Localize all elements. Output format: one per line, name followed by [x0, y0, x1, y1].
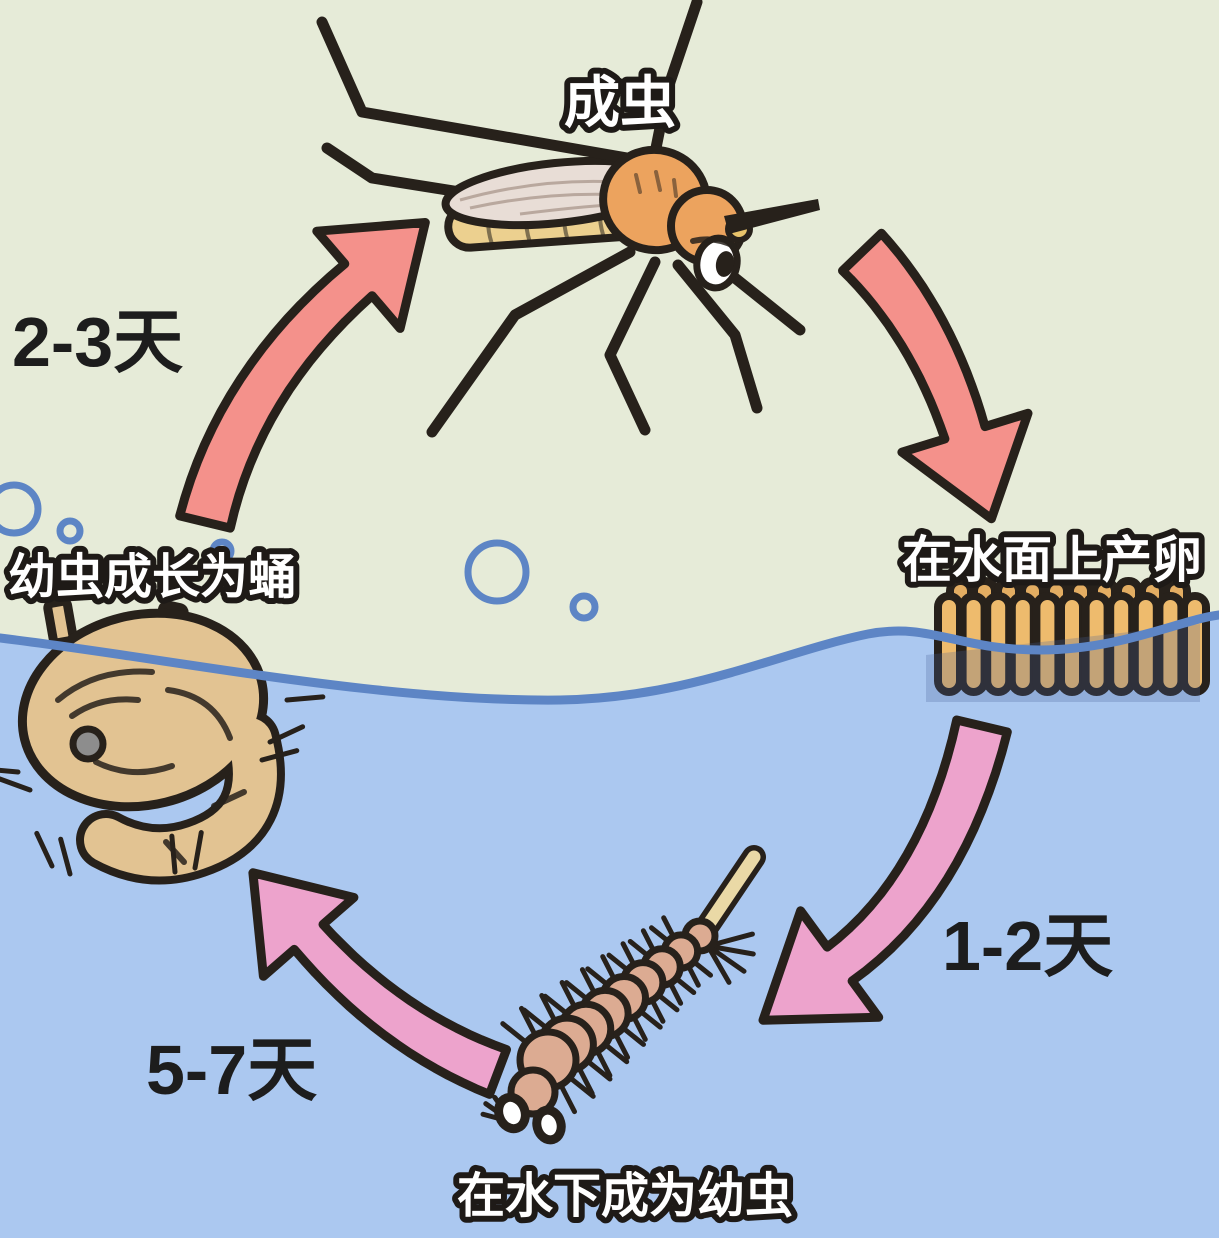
bubble: [209, 538, 235, 564]
bristle: [705, 943, 732, 985]
bristle: [169, 833, 178, 875]
bristle: [267, 724, 306, 745]
bristle: [34, 830, 55, 869]
bubbles: [0, 481, 599, 622]
mosquito-leg: [426, 246, 636, 438]
mosquito-proboscis: [724, 199, 820, 234]
pupa-detail-line: [69, 696, 141, 719]
stage-label-pupa: 幼虫成长为蛹: [8, 551, 296, 604]
bubble: [56, 517, 84, 545]
bubble: [464, 539, 530, 605]
arrow-adult-to-eggs: [838, 228, 1033, 524]
adult-mosquito-illustration: [316, 0, 820, 438]
pupa-detail-line: [93, 759, 175, 776]
arrow-larva-to-pupa: [248, 868, 511, 1099]
mosquito-leg: [646, 0, 703, 174]
mosquito-brow: [690, 236, 737, 249]
mosquito-pupil: [715, 251, 735, 277]
stage-label-eggs: 在水面上产卵: [902, 532, 1202, 588]
duration-pupa-to-adult: 2-3天: [12, 303, 183, 381]
egg-underwater-shading: [926, 624, 1200, 702]
water-background: [0, 615, 1219, 1238]
bristle: [0, 776, 33, 793]
bristle: [0, 767, 21, 775]
duration-eggs-to-larva: 1-2天: [942, 907, 1113, 985]
bristle: [705, 943, 747, 974]
stage-label-adult: 成虫: [564, 71, 676, 134]
stage-label-larva: 在水下成为幼虫: [457, 1170, 793, 1223]
bubble: [0, 481, 42, 537]
underwater-arrows: [248, 715, 1012, 1099]
pupa-detail-line: [211, 789, 247, 809]
above-water-arrows: [175, 218, 1033, 533]
arrow-eggs-to-larva: [758, 715, 1012, 1025]
bristle: [284, 694, 326, 703]
mosquito-leg: [672, 259, 763, 414]
pupa-bristles: [0, 694, 326, 877]
bubble: [569, 592, 599, 622]
mosquito-leg: [604, 256, 661, 436]
larva-eye: [494, 1092, 530, 1134]
pupa-eye: [69, 725, 107, 763]
arrow-pupa-to-adult: [175, 218, 430, 533]
bristle: [58, 836, 73, 877]
larva-eye: [532, 1105, 566, 1145]
pupa-detail-line: [165, 687, 233, 741]
pupa-detail-line: [55, 668, 155, 703]
pupa-illustration: [0, 596, 326, 885]
larva-illustration: [480, 845, 766, 1145]
mosquito-leg: [316, 16, 656, 168]
bristle: [259, 748, 300, 763]
duration-larva-to-pupa: 5-7天: [146, 1031, 317, 1109]
bristle: [705, 943, 756, 957]
water-surface-line: [0, 610, 1219, 705]
bristle: [192, 830, 204, 871]
pupa-tail: [84, 718, 277, 877]
